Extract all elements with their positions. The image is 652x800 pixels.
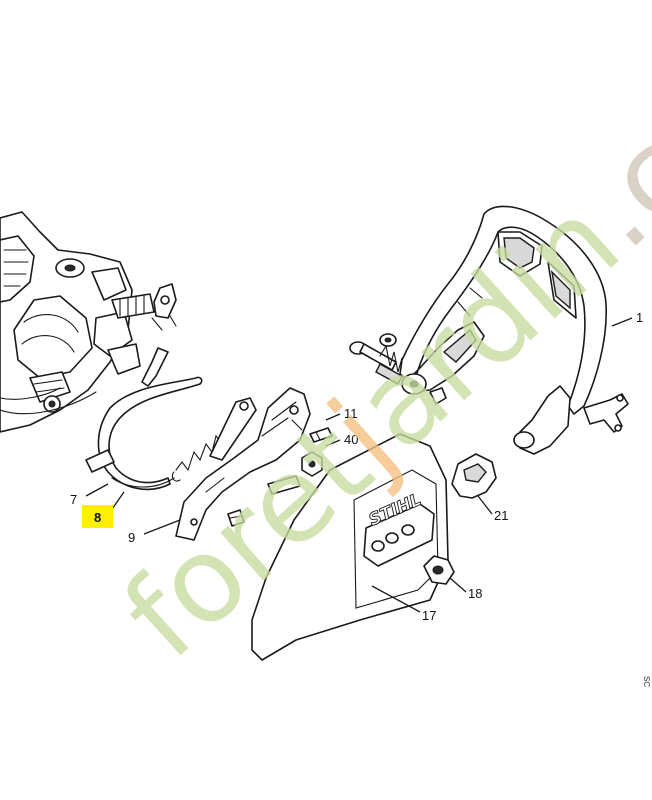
- part-11-pin: [309, 427, 333, 443]
- brake-band-part-7: [85, 376, 203, 491]
- callout-21: 21: [494, 508, 508, 523]
- part-small-plate: [267, 475, 301, 495]
- callout-18: 18: [468, 586, 482, 601]
- clip-part: [151, 283, 177, 331]
- callout-40: 40: [344, 432, 358, 447]
- guard-bolt-spring: [349, 333, 447, 405]
- callout-17: 17: [422, 608, 436, 623]
- callout-9: 9: [128, 530, 135, 545]
- side-plate-part-9: [175, 387, 311, 541]
- callout-labels: 1 7 8 9 11 40 21 18 17: [70, 310, 643, 623]
- clamp-part-21: [451, 453, 497, 499]
- corner-code: SC: [642, 676, 651, 687]
- part-40-nut: [301, 451, 323, 477]
- brake-lever: [209, 397, 257, 461]
- callout-8-highlight: [82, 505, 113, 528]
- callout-8: 8: [94, 510, 101, 525]
- screw-part: [227, 509, 245, 527]
- callout-11: 11: [344, 406, 358, 421]
- callout-1: 1: [636, 310, 643, 325]
- nut-part-18: [423, 555, 455, 585]
- callout-7: 7: [70, 492, 77, 507]
- right-linkage: [583, 393, 629, 433]
- small-bracket: [141, 347, 169, 387]
- engine-housing: [0, 211, 155, 433]
- hand-guard-part-1: [399, 205, 608, 455]
